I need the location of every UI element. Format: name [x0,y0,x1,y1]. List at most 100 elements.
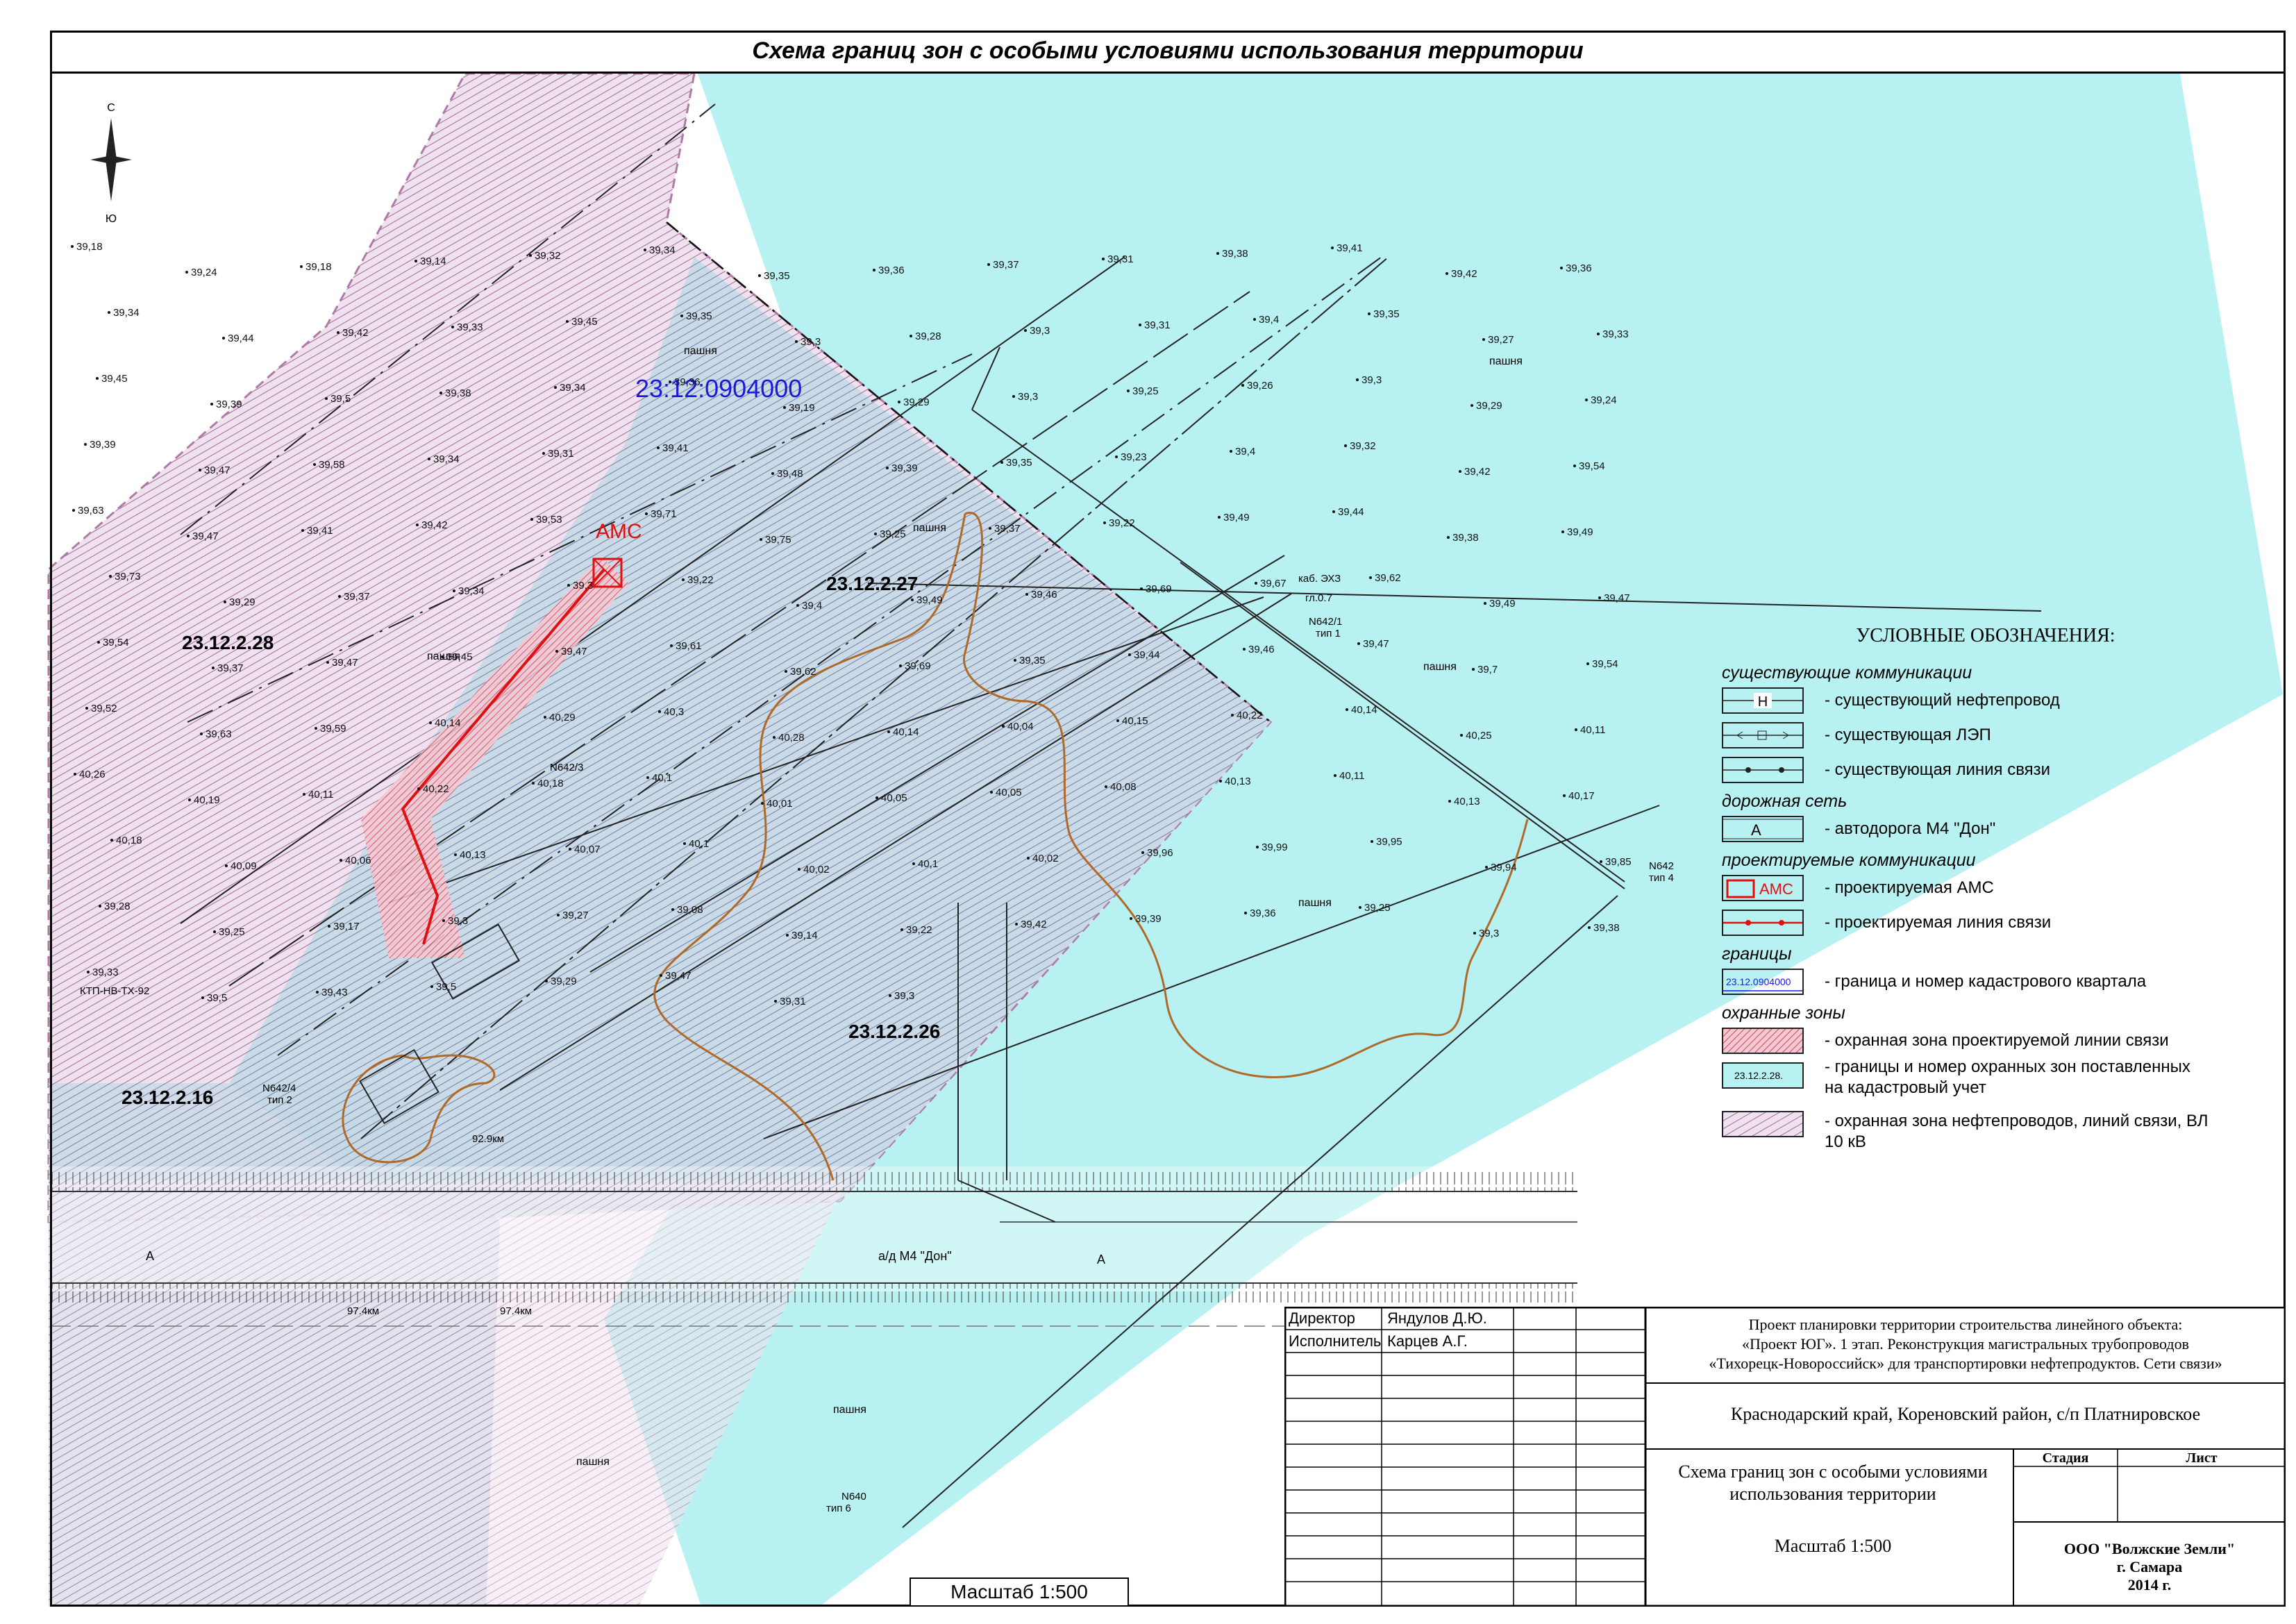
elevation-point [887,730,890,733]
legend-proj-zone-icon [1722,1028,1804,1054]
elevation-point [796,604,799,607]
elevation-reading: 39,44 [228,333,254,344]
elevation-reading: 39,17 [333,921,360,932]
elevation-reading: 40,13 [1225,776,1251,787]
cable-label-ehz: каб. ЭХЗ [1298,573,1341,585]
elevation-reading: 40,08 [1110,781,1137,793]
elevation-reading: 40,28 [778,732,805,744]
legend-heading: УСЛОВНЫЕ ОБОЗНАЧЕНИЯ: [1856,625,2115,646]
elevation-reading: 40,1 [689,838,709,850]
elevation-point [325,397,328,400]
elevation-reading: 39,24 [1591,394,1617,406]
elevation-reading: 39,53 [536,514,562,526]
elevation-reading: 39,85 [1605,856,1632,868]
elevation-reading: 39,31 [548,448,574,460]
elevation-point [1563,794,1566,797]
elevation-point [225,864,228,867]
elevation-point [1575,728,1577,731]
elevation-point [874,533,877,535]
elevation-reading: 39,38 [1593,922,1620,934]
elevation-point [96,377,99,380]
legend-category-existing: существующие коммуникации [1722,663,1972,683]
svg-text:АМС: АМС [1759,880,1793,898]
elevation-point [761,802,764,805]
elevation-point [898,401,900,403]
land-use-7: пашня [833,1404,866,1416]
elevation-reading: 39,38 [445,387,471,399]
elevation-point [530,518,533,521]
elevation-point [71,245,74,248]
elevation-point [417,787,420,790]
elevation-point [990,791,993,794]
elevation-point [1369,576,1372,579]
legend-registered-zone-icon: 23.12.2.28. [1722,1062,1804,1089]
elevation-point [1560,267,1563,269]
elevation-reading: 39,28 [104,901,131,912]
legend-ams-icon: АМС [1722,875,1804,901]
elevation-reading: 39,35 [686,310,712,322]
elevation-point [1585,399,1588,401]
elevation-point [1103,521,1106,524]
elevation-point [1116,719,1119,722]
land-use-5: пашня [1423,661,1457,673]
elevation-reading: 40,3 [664,706,684,718]
elevation-reading: 39,18 [305,261,332,273]
elevation-point [1573,464,1576,467]
elevation-point [1588,926,1591,929]
elevation-point [567,584,570,587]
sheet-frame [50,31,2286,1607]
elevation-reading: 39,23 [1121,451,1147,463]
elevation-reading: 39,3 [1479,928,1499,939]
elevation-reading: 40,02 [803,864,830,876]
elevation-reading: 39,96 [1147,847,1173,859]
elevation-reading: 40,26 [79,769,106,780]
elevation-reading: 39,47 [1604,592,1630,604]
elevation-point [900,928,903,931]
elevation-reading: 40,29 [549,712,576,723]
elevation-point [300,265,303,268]
sheet-title-line-1: Схема границ зон с особыми условиями [1678,1462,1988,1482]
elevation-point [1241,384,1244,387]
elevation-reading: 39,29 [551,976,577,987]
road-label: а/д М4 "Дон" [878,1249,952,1263]
elevation-point [188,798,191,801]
elevation-point [213,930,216,933]
elevation-point [97,641,100,644]
elevation-reading: 39,35 [1373,308,1400,320]
page-title: Схема границ зон с особыми условиями исп… [752,37,1584,64]
elevation-reading: 40,11 [1339,770,1364,782]
elevation-point [798,868,801,871]
elevation-point [671,908,674,911]
road-marker-2: А [1097,1253,1105,1266]
elevation-point [785,670,787,673]
elevation-reading: 39,34 [649,244,676,256]
elevation-point [1600,860,1602,863]
elevation-reading: 39,4 [802,600,822,612]
elevation-point [554,386,557,389]
ams-label: АМС [596,520,642,543]
elevation-reading: 39,73 [115,571,141,583]
elevation-point [1102,258,1105,260]
elevation-reading: 39,69 [1146,583,1172,595]
elevation-reading: 39,27 [1488,334,1514,346]
legend-label-projected-line: - проектируемая линия связи [1825,913,2052,932]
elevation-reading: 39,46 [1248,644,1275,655]
elevation-point [889,994,891,997]
elevation-reading: 39,42 [1464,466,1491,478]
project-line-2: «Проект ЮГ». 1 этап. Реконструкция магис… [1741,1335,2189,1353]
elevation-point [109,575,112,578]
elevation-reading: 39,28 [915,330,941,342]
elevation-point [222,337,225,340]
elevation-reading: 40,17 [1568,790,1595,802]
km-label-1: 92.9км [472,1133,504,1145]
org-line-2: г. Самара [2116,1558,2183,1575]
elevation-point [1334,774,1336,777]
elevation-reading: 39,18 [76,241,103,253]
elevation-point [328,925,330,928]
svg-text:23.12.2.28.: 23.12.2.28. [1734,1070,1783,1081]
elevation-point [316,991,319,994]
elevation-reading: 39,54 [103,637,129,648]
elevation-point [886,467,889,469]
elevation-reading: 39,71 [651,508,677,520]
